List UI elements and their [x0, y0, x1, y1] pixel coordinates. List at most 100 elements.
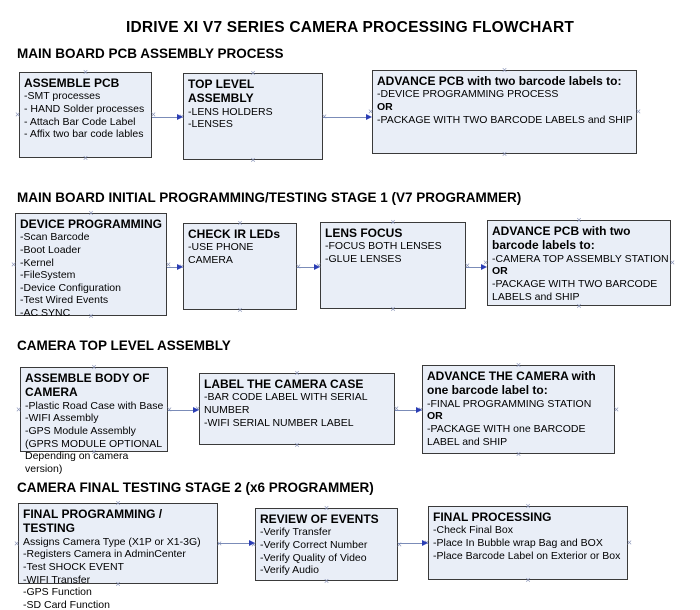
box-title: TOP LEVEL ASSEMBLY	[188, 77, 255, 106]
box-line: -PACKAGE WITH TWO BARCODE LABELS and SHI…	[377, 113, 633, 126]
box-line: -Test Wired Events	[20, 294, 109, 307]
arrow-head-icon	[177, 264, 183, 270]
box-line: -GLUE LENSES	[325, 252, 402, 265]
box-lines: -Check Final Box-Place In Bubble wrap Ba…	[429, 524, 627, 562]
box-line: -Verify Quality of Video	[260, 551, 367, 564]
connector-arrow[interactable]	[466, 263, 487, 272]
connection-handle-icon: ×	[323, 576, 330, 586]
box-lines: -SMT processes- HAND Solder processes- A…	[20, 90, 151, 140]
connection-handle-icon: ×	[82, 153, 89, 163]
box-advance-pcb-1[interactable]: ADVANCE PCB with two barcode labels to: …	[368, 66, 641, 159]
arrow-head-icon	[177, 114, 183, 120]
box-advance-pcb-2[interactable]: ADVANCE PCB with two barcode labels to: …	[483, 216, 675, 311]
box-lens-focus[interactable]: LENS FOCUS -FOCUS BOTH LENSES-GLUE LENSE…	[316, 218, 470, 314]
box-line: -Test SHOCK EVENT	[23, 560, 124, 573]
box-line: OR	[492, 265, 508, 278]
arrow-head-icon	[314, 264, 320, 270]
box-title: ASSEMBLE BODY OF CAMERA	[25, 371, 150, 400]
box-top-level-assembly[interactable]: TOP LEVEL ASSEMBLY -LENS HOLDERS-LENSES …	[179, 69, 327, 165]
box-title: ADVANCE PCB with two barcode labels to:	[492, 224, 631, 253]
box-line: -WIFI Transfer	[23, 573, 91, 586]
connector-arrow[interactable]	[152, 113, 183, 122]
connection-handle-icon: ×	[635, 106, 641, 117]
section-heading-final-testing: CAMERA FINAL TESTING STAGE 2 (x6 PROGRAM…	[17, 480, 374, 495]
box-final-processing[interactable]: FINAL PROCESSING -Check Final Box-Place …	[424, 502, 632, 585]
arrow-line	[218, 543, 251, 544]
box-line: -USE PHONE CAMERA	[188, 241, 254, 266]
box-line: -Plastic Road Case with Base	[25, 399, 164, 412]
box-line: -LENS HOLDERS	[188, 105, 273, 118]
connector-arrow[interactable]	[168, 406, 199, 415]
box-line: -BAR CODE LABEL WITH SERIAL NUMBER	[204, 391, 368, 416]
box-title: LENS FOCUS	[325, 226, 403, 240]
box-line: -WIFI Assembly	[25, 412, 99, 425]
box-line: OR	[377, 100, 393, 113]
arrow-line	[323, 117, 368, 118]
box-lines: -Scan Barcode-Boot Loader-Kernel-FileSys…	[16, 231, 166, 319]
arrow-head-icon	[249, 540, 255, 546]
box-line: - HAND Solder processes	[24, 102, 145, 115]
connector-arrow[interactable]	[297, 263, 320, 272]
box-lines: -Plastic Road Case with Base-WIFI Assemb…	[21, 400, 167, 476]
box-line: -DEVICE PROGRAMMING PROCESS	[377, 88, 559, 101]
connection-handle-icon: ×	[250, 155, 256, 165]
connection-handle-icon: ×	[576, 301, 582, 311]
box-lines: -FOCUS BOTH LENSES-GLUE LENSES	[321, 240, 465, 265]
box-final-programming-testing[interactable]: FINAL PROGRAMMING / TESTING Assigns Came…	[14, 499, 222, 610]
box-line: -FINAL PROGRAMMING STATION	[427, 397, 592, 410]
box-title: ADVANCE PCB with two barcode labels to:	[377, 74, 622, 88]
box-line: -Device Configuration	[20, 281, 121, 294]
box-lines: -LENS HOLDERS-LENSES	[184, 106, 322, 131]
box-device-programming[interactable]: DEVICE PROGRAMMING -Scan Barcode-Boot Lo…	[11, 209, 171, 321]
section-heading-camera-top-assembly: CAMERA TOP LEVEL ASSEMBLY	[17, 338, 231, 353]
arrow-line	[168, 410, 195, 411]
connector-arrow[interactable]	[167, 263, 183, 272]
box-lines: -Verify Transfer-Verify Correct Number-V…	[256, 526, 397, 576]
box-label-camera-case[interactable]: LABEL THE CAMERA CASE -BAR CODE LABEL WI…	[195, 369, 399, 450]
connection-handle-icon: ×	[515, 449, 522, 459]
box-review-of-events[interactable]: REVIEW OF EVENTS -Verify Transfer-Verify…	[251, 504, 402, 586]
arrow-head-icon	[481, 264, 487, 270]
connection-handle-icon: ×	[626, 537, 632, 548]
box-line: -Verify Audio	[260, 564, 319, 577]
box-title: ADVANCE THE CAMERA with one barcode labe…	[427, 369, 596, 398]
box-line: OR	[427, 410, 443, 423]
box-line: (GPRS MODULE OPTIONAL	[25, 437, 163, 450]
box-line: -Verify Correct Number	[260, 538, 368, 551]
connection-handle-icon: ×	[237, 305, 243, 315]
connection-handle-icon: ×	[294, 440, 300, 450]
box-line: -FileSystem	[20, 269, 76, 282]
box-lines: Assigns Camera Type (X1P or X1-3G)-Regis…	[19, 536, 217, 610]
connector-arrow[interactable]	[395, 406, 422, 415]
box-assemble-body[interactable]: ASSEMBLE BODY OF CAMERA -Plastic Road Ca…	[16, 363, 172, 475]
box-line: -PACKAGE WITH TWO BARCODE LABELS and SHI…	[492, 277, 658, 303]
box-line: -Scan Barcode	[20, 231, 90, 244]
box-title: REVIEW OF EVENTS	[260, 512, 379, 526]
section-heading-pcb-assembly: MAIN BOARD PCB ASSEMBLY PROCESS	[17, 46, 284, 61]
box-line: Depending on camera version)	[25, 450, 129, 475]
section-heading-initial-programming: MAIN BOARD INITIAL PROGRAMMING/TESTING S…	[17, 190, 522, 205]
connection-handle-icon: ×	[501, 149, 508, 159]
box-assemble-pcb[interactable]: ASSEMBLE PCB -SMT processes- HAND Solder…	[15, 68, 156, 163]
connector-arrow[interactable]	[323, 113, 372, 122]
arrow-head-icon	[366, 114, 372, 120]
box-lines: -USE PHONE CAMERA	[184, 241, 296, 266]
connector-arrow[interactable]	[398, 539, 428, 548]
box-title: FINAL PROGRAMMING / TESTING	[23, 507, 163, 536]
connector-arrow[interactable]	[218, 539, 255, 548]
connection-handle-icon: ×	[390, 304, 396, 314]
box-title: CHECK IR LEDs	[188, 227, 281, 241]
arrow-line	[466, 267, 483, 268]
box-line: -FOCUS BOTH LENSES	[325, 240, 442, 253]
box-line: -Kernel	[20, 256, 54, 269]
box-check-ir-leds[interactable]: CHECK IR LEDs -USE PHONE CAMERA ××××	[179, 219, 301, 315]
box-line: -GPS Function	[23, 586, 92, 599]
box-advance-camera[interactable]: ADVANCE THE CAMERA with one barcode labe…	[418, 361, 619, 459]
box-lines: -BAR CODE LABEL WITH SERIAL NUMBER-WIFI …	[200, 391, 394, 429]
arrow-line	[152, 117, 179, 118]
box-line: -SMT processes	[24, 90, 101, 103]
